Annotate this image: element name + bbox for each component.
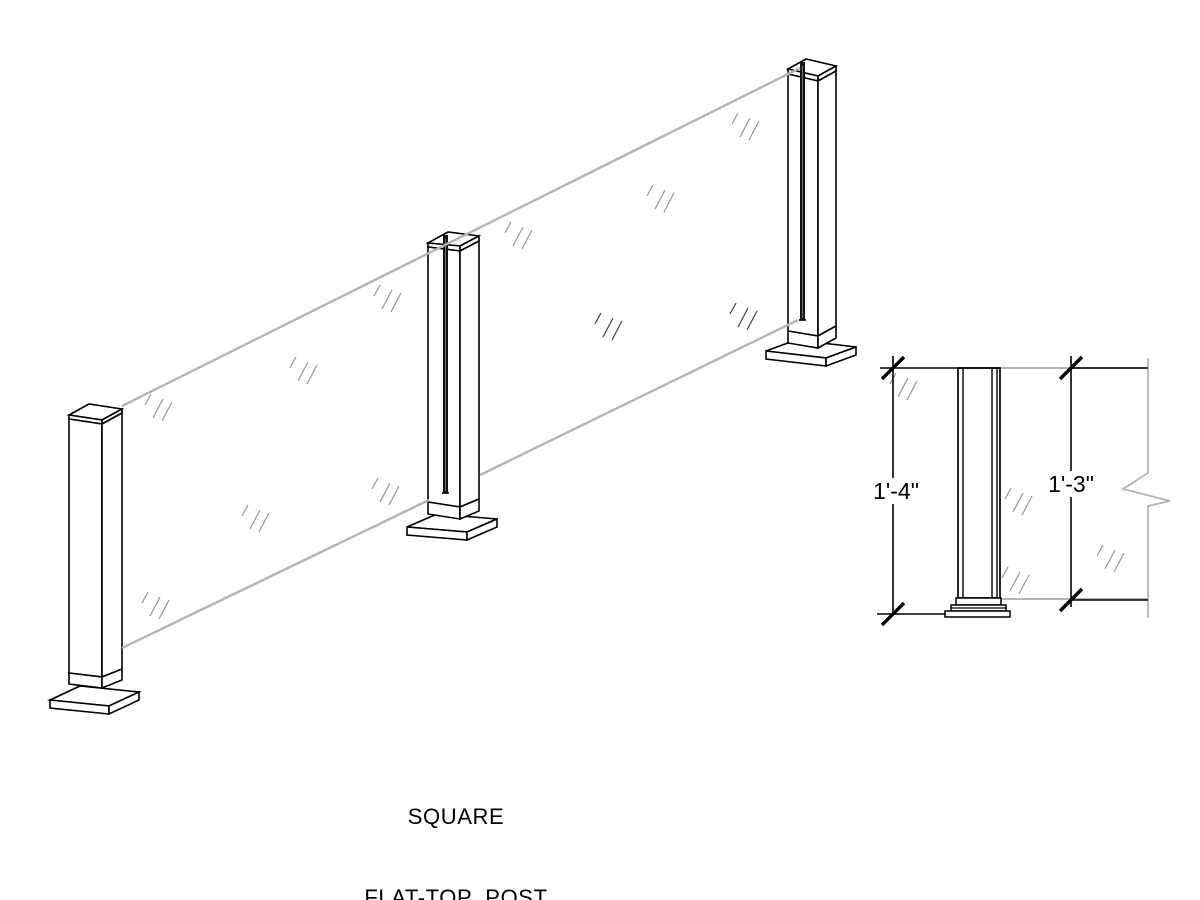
hatch-stroke (512, 226, 524, 247)
glass-hatches (141, 112, 760, 620)
dimension-label-mask (1046, 471, 1096, 497)
elevation-hatches (889, 372, 1125, 595)
post-middle-body-right (459, 239, 480, 509)
elevation-base-collar (955, 597, 1002, 606)
hatch-stroke (373, 284, 381, 297)
hatch-stroke (748, 120, 760, 141)
glass-hatch-symbol (504, 221, 533, 250)
hatch-stroke (1021, 495, 1033, 516)
hatch-stroke (1096, 544, 1104, 557)
hatch-stroke (144, 393, 152, 406)
post-right (765, 58, 857, 368)
hatch-stroke (737, 307, 749, 328)
glass-hatch-symbol (889, 372, 918, 401)
post-left-body-left (68, 418, 103, 678)
dimension-label: 1'-4" (873, 478, 919, 504)
elevation-post-body (957, 367, 1001, 599)
glass-hatch-symbol (1001, 566, 1030, 595)
post-left (47, 403, 142, 716)
hatch-stroke (161, 401, 173, 422)
glass-hatch-symbol (1096, 544, 1125, 573)
hatch-stroke (1009, 571, 1021, 592)
hatch-stroke (521, 229, 533, 250)
dimension-tick (1058, 355, 1084, 381)
hatch-stroke (258, 512, 270, 533)
hatch-stroke (390, 292, 402, 313)
hatch-stroke (897, 377, 909, 398)
glass-hatch-symbol (729, 302, 758, 331)
hatch-stroke (663, 192, 675, 213)
post-right-collar-right (817, 324, 837, 350)
hatch-stroke (1104, 549, 1116, 570)
hatch-stroke (388, 485, 400, 506)
dimension-tick (880, 355, 906, 381)
glass-bottom-edge-left (121, 498, 430, 650)
hatch-stroke (306, 364, 318, 385)
hatch-stroke (1018, 574, 1030, 595)
hatch-stroke (149, 596, 161, 617)
hatch-stroke (746, 310, 758, 331)
glass-hatch-symbol (241, 504, 270, 533)
elevation-base-plate (944, 610, 1011, 618)
glass-hatch-symbol (289, 356, 318, 385)
hatch-stroke (297, 361, 309, 382)
hatch-stroke (141, 591, 149, 604)
hatch-stroke (241, 504, 249, 517)
hatch-stroke (654, 189, 666, 210)
drawing-title: SQUARE FLAT-TOP POST (280, 749, 632, 900)
post-left-plate-front-right (108, 690, 140, 716)
dimension-1: 1'-4" (871, 355, 1000, 627)
glass-hatch-symbol (371, 477, 400, 506)
hatch-stroke (731, 112, 739, 125)
hatch-stroke (504, 221, 512, 234)
glass-hatch-symbol (731, 112, 760, 141)
post-middle (406, 231, 498, 542)
glass-break-line (1120, 358, 1171, 618)
hatch-stroke (594, 312, 602, 325)
dimension-tick (880, 601, 906, 627)
glass-top-edge (121, 66, 801, 408)
drawing-title-line1: SQUARE (407, 804, 505, 829)
post-right-plate-front-right (825, 345, 857, 368)
post-middle-plate-front-right (466, 517, 498, 542)
post-left-collar-right (101, 667, 123, 690)
glass-panels (121, 66, 801, 650)
hatch-stroke (1001, 566, 1009, 579)
hatch-stroke (379, 482, 391, 503)
glass-hatch-symbol (646, 184, 675, 213)
post-middle-collar-right (459, 497, 480, 521)
perspective-view (47, 58, 857, 716)
glass-hatch-symbol (144, 393, 173, 422)
hatch-stroke (1012, 492, 1024, 513)
glass-bottom-edge-right (479, 318, 799, 477)
drawing-title-line2: FLAT-TOP POST (364, 885, 548, 900)
hatch-stroke (739, 117, 751, 138)
hatch-stroke (152, 398, 164, 419)
hatch-stroke (602, 317, 614, 338)
glass-hatch-symbol (594, 312, 623, 341)
hatch-stroke (289, 356, 297, 369)
dimension-label: 1'-3" (1048, 471, 1094, 497)
dimension-2: 1'-3" (1046, 355, 1148, 613)
glass-hatch-symbol (1004, 487, 1033, 516)
glass-hatch-symbol (373, 284, 402, 313)
post-left-body-right (101, 411, 123, 679)
hatch-stroke (646, 184, 654, 197)
hatch-stroke (729, 302, 737, 315)
hatch-stroke (381, 289, 393, 310)
hatch-stroke (158, 599, 170, 620)
post-right-body-right (817, 69, 837, 338)
elevation-post (944, 367, 1011, 618)
hatch-stroke (611, 320, 623, 341)
hatch-stroke (1113, 552, 1125, 573)
hatch-stroke (371, 477, 379, 490)
dimension-tick (1058, 587, 1084, 613)
glass-hatch-symbol (141, 591, 170, 620)
dimension-label-mask (871, 478, 921, 504)
elevation-view: 1'-4" 1'-3" (871, 355, 1171, 627)
hatch-stroke (906, 380, 918, 401)
hatch-stroke (249, 509, 261, 530)
hatch-stroke (1004, 487, 1012, 500)
